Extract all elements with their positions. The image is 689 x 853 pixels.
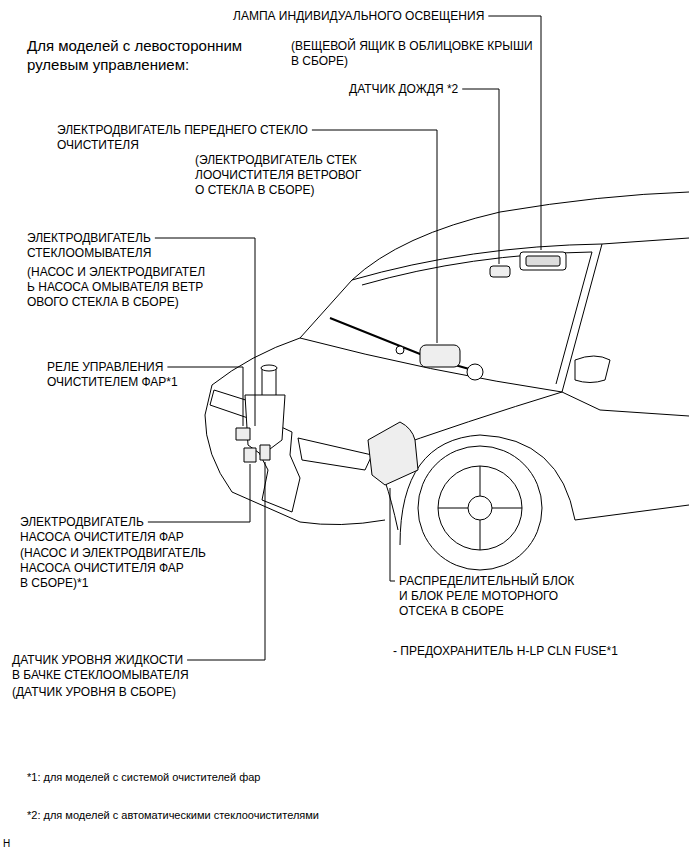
text-line: ДАТЧИК УРОВНЯ ЖИДКОСТИ <box>12 653 183 667</box>
text-line: Ь НАСОСА ОМЫВАТЕЛЯ ВЕТР <box>27 280 203 294</box>
text-line: ОТСЕКА В СБОРЕ <box>399 604 504 618</box>
part-label: ДАТЧИК УРОВНЯ ЖИДКОСТИ В БАЧКЕ СТЕКЛООМЫ… <box>12 653 189 683</box>
text-line: В СБОРЕ) <box>291 54 348 68</box>
text-line: - ПРЕДОХРАНИТЕЛЬ H-LP CLN FUSE*1 <box>393 644 618 658</box>
text-line: РЕЛЕ УПРАВЛЕНИЯ <box>47 360 163 374</box>
part-label: - ПРЕДОХРАНИТЕЛЬ H-LP CLN FUSE*1 <box>393 644 618 659</box>
text-line: (НАСОС И ЭЛЕКТРОДВИГАТЕЛ <box>27 265 205 279</box>
part-label: (ДАТЧИК УРОВНЯ В СБОРЕ) <box>12 685 176 700</box>
car-body <box>205 192 689 570</box>
text-line: (ЭЛЕКТРОДВИГАТЕЛЬ СТЕК <box>195 153 357 167</box>
leader-line <box>187 462 265 660</box>
part-label: ЭЛЕКТРОДВИГАТЕЛЬ СТЕКЛООМЫВАТЕЛЯ <box>27 231 151 261</box>
text-line: ЛООЧИСТИТЕЛЯ ВЕТРОВОГ <box>195 168 361 182</box>
text-line: НАСОСА ОЧИСТИТЕЛЯ ФАР <box>20 561 184 575</box>
leader-lines <box>148 16 541 660</box>
heading: Для моделей с левосторонним рулевым упра… <box>27 36 242 74</box>
part-label: РАСПРЕДЕЛИТЕЛЬНЫЙ БЛОК И БЛОК РЕЛЕ МОТОР… <box>399 574 574 619</box>
part-label: ЭЛЕКТРОДВИГАТЕЛЬ ПЕРЕДНЕГО СТЕКЛО ОЧИСТИ… <box>57 123 308 153</box>
part-label: *2: для моделей с автоматическими стекло… <box>27 808 319 822</box>
part-label: (НАСОС И ЭЛЕКТРОДВИГАТЕЛЬ НАСОСА ОЧИСТИТ… <box>20 546 206 591</box>
text-line: И БЛОК РЕЛЕ МОТОРНОГО <box>399 589 558 603</box>
part-label: (ЭЛЕКТРОДВИГАТЕЛЬ СТЕК ЛООЧИСТИТЕЛЯ ВЕТР… <box>195 153 361 198</box>
text-line: В СБОРЕ)*1 <box>20 576 88 590</box>
part-label: ЭЛЕКТРОДВИГАТЕЛЬ НАСОСА ОЧИСТИТЕЛЯ ФАР <box>20 515 184 545</box>
text-line: ЭЛЕКТРОДВИГАТЕЛЬ ПЕРЕДНЕГО СТЕКЛО <box>57 123 308 137</box>
text-line: ЛАМПА ИНДИВИДУАЛЬНОГО ОСВЕЩЕНИЯ <box>233 9 484 23</box>
text-line: *2: для моделей с автоматическими стекло… <box>27 809 319 821</box>
text-line: ЭЛЕКТРОДВИГАТЕЛЬ <box>27 231 151 245</box>
text-line: О СТЕКЛА В СБОРЕ) <box>195 183 315 197</box>
text-line: СТЕКЛООМЫВАТЕЛЯ <box>27 246 151 260</box>
text-line: НАСОСА ОЧИСТИТЕЛЯ ФАР <box>20 530 184 544</box>
part-label: H <box>3 838 10 850</box>
text-line: (НАСОС И ЭЛЕКТРОДВИГАТЕЛЬ <box>20 546 206 560</box>
leader-line <box>167 367 243 426</box>
text-line: ЭЛЕКТРОДВИГАТЕЛЬ <box>20 515 144 529</box>
text-line: ДАТЧИК ДОЖДЯ *2 <box>349 82 458 96</box>
part-label: ЛАМПА ИНДИВИДУАЛЬНОГО ОСВЕЩЕНИЯ <box>233 9 484 24</box>
part-label: РЕЛЕ УПРАВЛЕНИЯ ОЧИСТИТЕЛЕМ ФАР*1 <box>47 360 178 390</box>
part-label: ДАТЧИК ДОЖДЯ *2 <box>349 82 458 97</box>
text-line: ОВОГО СТЕКЛА В СБОРЕ) <box>27 295 179 309</box>
leader-line <box>148 464 250 522</box>
text-line: (ДАТЧИК УРОВНЯ В СБОРЕ) <box>12 685 176 699</box>
text-line: *1: для моделей с системой очистителей ф… <box>27 771 260 783</box>
text-line: рулевым управлением: <box>27 56 189 73</box>
leader-line <box>390 488 395 581</box>
text-line: Для моделей с левосторонним <box>27 37 242 54</box>
text-line: (ВЕЩЕВОЙ ЯЩИК В ОБЛИЦОВКЕ КРЫШИ <box>291 39 533 53</box>
part-label: *1: для моделей с системой очистителей ф… <box>27 770 260 784</box>
part-label: (ВЕЩЕВОЙ ЯЩИК В ОБЛИЦОВКЕ КРЫШИ В СБОРЕ) <box>291 39 533 69</box>
text-line: РАСПРЕДЕЛИТЕЛЬНЫЙ БЛОК <box>399 574 574 588</box>
components <box>236 252 566 485</box>
part-label: (НАСОС И ЭЛЕКТРОДВИГАТЕЛ Ь НАСОСА ОМЫВАТ… <box>27 265 205 310</box>
text-line: В БАЧКЕ СТЕКЛООМЫВАТЕЛЯ <box>12 668 189 682</box>
leader-line <box>462 89 499 264</box>
text-line: ОЧИСТИТЕЛЯ <box>57 138 139 152</box>
text-line: ОЧИСТИТЕЛЕМ ФАР*1 <box>47 375 178 389</box>
text-line: H <box>3 838 10 849</box>
